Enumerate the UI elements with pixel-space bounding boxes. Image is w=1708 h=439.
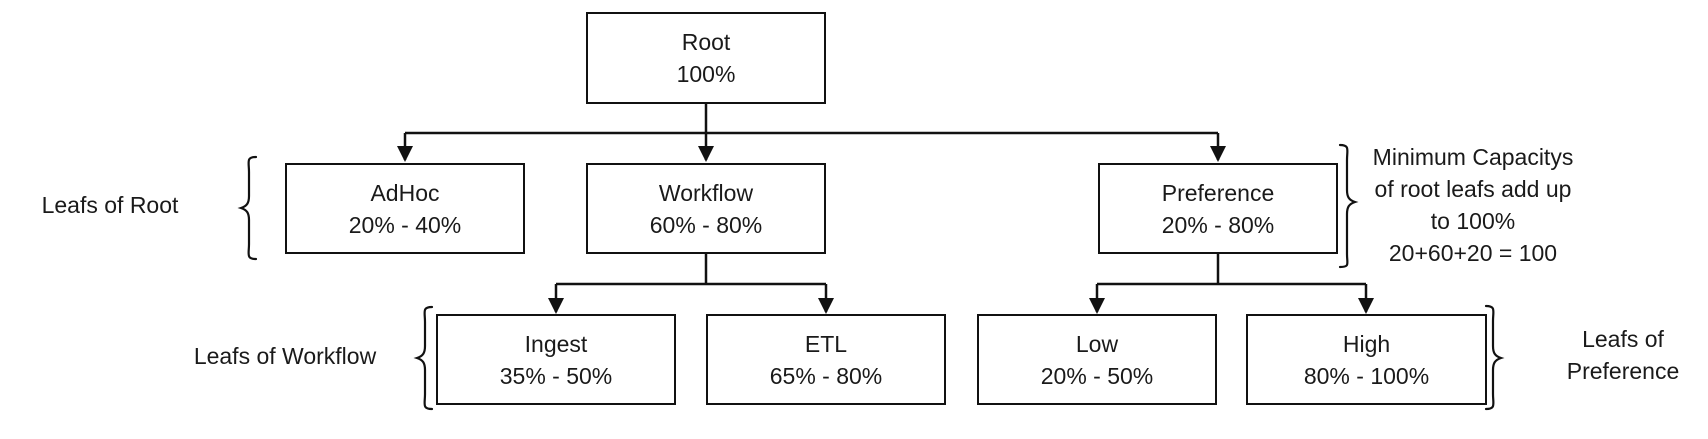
node-workflow: Workflow 60% - 80% xyxy=(586,163,826,254)
min-capacity-line-4: 20+60+20 = 100 xyxy=(1388,240,1558,266)
min-capacity-line-1: Minimum Capacitys xyxy=(1372,144,1574,170)
brace-leafs-of-workflow xyxy=(413,305,434,411)
min-capacity-line-3: to 100% xyxy=(1430,208,1516,234)
label-leafs-of-preference: Leafs of Preference xyxy=(1548,323,1698,387)
arrowhead-adhoc xyxy=(397,146,413,162)
brace-leafs-of-root xyxy=(237,155,258,261)
node-high-name: High xyxy=(1342,330,1391,357)
node-adhoc-value: 20% - 40% xyxy=(348,211,462,238)
leafs-of-preference-line-2: Preference xyxy=(1566,358,1680,384)
min-capacity-line-2: of root leafs add up xyxy=(1374,176,1572,202)
node-workflow-value: 60% - 80% xyxy=(649,211,763,238)
node-etl-value: 65% - 80% xyxy=(769,362,883,389)
node-root-value: 100% xyxy=(676,61,736,87)
node-etl-name: ETL xyxy=(804,330,848,357)
node-adhoc-name: AdHoc xyxy=(370,179,440,206)
node-preference: Preference 20% - 80% xyxy=(1098,163,1338,254)
arrowhead-workflow xyxy=(698,146,714,162)
arrowhead-preference xyxy=(1210,146,1226,162)
node-preference-name: Preference xyxy=(1161,179,1275,206)
arrowhead-ingest xyxy=(548,298,564,314)
label-leafs-of-root: Leafs of Root xyxy=(41,192,179,218)
brace-leafs-of-preference xyxy=(1484,304,1505,411)
node-low-name: Low xyxy=(1075,330,1119,357)
node-preference-value: 20% - 80% xyxy=(1161,211,1275,238)
label-min-capacity-note: Minimum Capacitys of root leafs add up t… xyxy=(1358,141,1588,269)
node-root: Root 100% xyxy=(586,12,826,104)
node-low: Low 20% - 50% xyxy=(977,314,1217,405)
node-ingest-value: 35% - 50% xyxy=(499,362,613,389)
leafs-of-preference-line-1: Leafs of xyxy=(1582,326,1664,352)
node-high: High 80% - 100% xyxy=(1246,314,1487,405)
arrowhead-etl xyxy=(818,298,834,314)
node-adhoc: AdHoc 20% - 40% xyxy=(285,163,525,254)
node-ingest: Ingest 35% - 50% xyxy=(436,314,676,405)
node-ingest-name: Ingest xyxy=(524,330,588,357)
node-high-value: 80% - 100% xyxy=(1303,362,1430,389)
node-workflow-name: Workflow xyxy=(658,179,754,206)
arrowhead-high xyxy=(1358,298,1374,314)
node-low-value: 20% - 50% xyxy=(1040,362,1154,389)
node-etl: ETL 65% - 80% xyxy=(706,314,946,405)
node-root-name: Root xyxy=(681,29,731,55)
label-leafs-of-workflow: Leafs of Workflow xyxy=(193,343,377,369)
arrowhead-low xyxy=(1089,298,1105,314)
brace-min-capacity xyxy=(1338,143,1359,269)
